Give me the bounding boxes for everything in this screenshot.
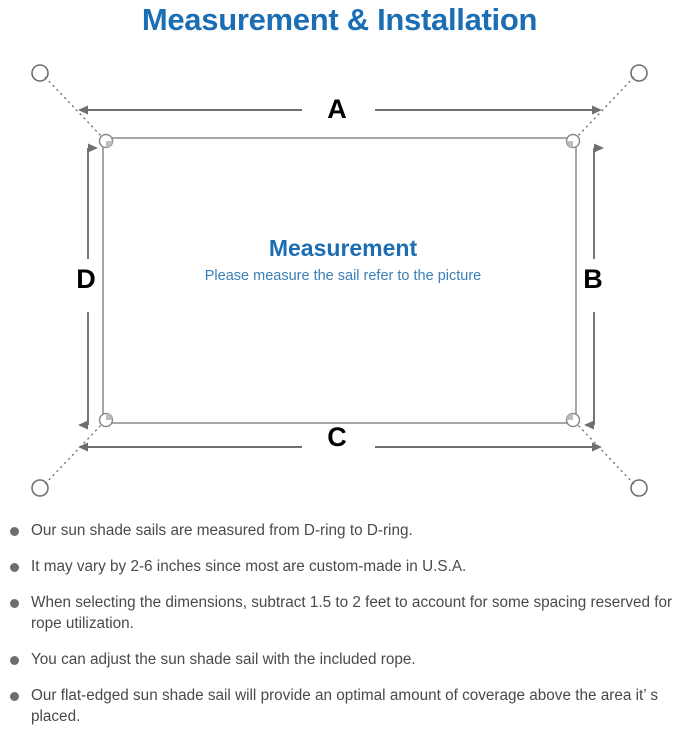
rope-line-bottom-left [44, 422, 104, 485]
d-ring-shade-br [566, 413, 573, 420]
sail-measurement-diagram: Measurement Please measure the sail refe… [0, 44, 679, 514]
note-text: Our flat-edged sun shade sail will provi… [31, 687, 658, 725]
anchor-ring-top-left [31, 64, 49, 82]
diagram-canvas [31, 64, 648, 497]
anchor-rings [31, 64, 648, 497]
d-ring-shade-tl [106, 141, 113, 148]
notes-list: Our sun shade sails are measured from D-… [0, 520, 679, 742]
note-text: It may vary by 2-6 inches since most are… [31, 558, 467, 575]
bullet-icon [10, 563, 19, 572]
list-item: You can adjust the sun shade sail with t… [0, 649, 679, 670]
dimension-arrows [78, 105, 604, 452]
bullet-icon [10, 656, 19, 665]
dimension-label-a: A [327, 94, 347, 124]
bullet-icon [10, 599, 19, 608]
note-text: You can adjust the sun shade sail with t… [31, 651, 416, 668]
rope-line-top-left [44, 76, 104, 139]
anchor-ring-top-right [630, 64, 648, 82]
anchor-ring-bottom-right [630, 479, 648, 497]
dimension-label-b: B [583, 264, 603, 294]
sail-body [102, 137, 577, 424]
page-title: Measurement & Installation [141, 2, 538, 37]
bullet-icon [10, 527, 19, 536]
rope-line-top-right [575, 76, 635, 139]
d-ring-shading [106, 141, 573, 420]
dimension-label-d: D [76, 264, 96, 294]
bullet-icon [10, 692, 19, 701]
d-ring-shade-bl [106, 413, 113, 420]
list-item: Our flat-edged sun shade sail will provi… [0, 685, 679, 727]
list-item: When selecting the dimensions, subtract … [0, 592, 679, 634]
rope-line-bottom-right [575, 422, 635, 485]
anchor-ring-bottom-left [31, 479, 49, 497]
list-item: It may vary by 2-6 inches since most are… [0, 556, 679, 577]
d-ring-shade-tr [566, 141, 573, 148]
note-text: When selecting the dimensions, subtract … [31, 594, 673, 632]
dimension-label-c: C [327, 422, 347, 452]
list-item: Our sun shade sails are measured from D-… [0, 520, 679, 541]
note-text: Our sun shade sails are measured from D-… [31, 522, 413, 539]
